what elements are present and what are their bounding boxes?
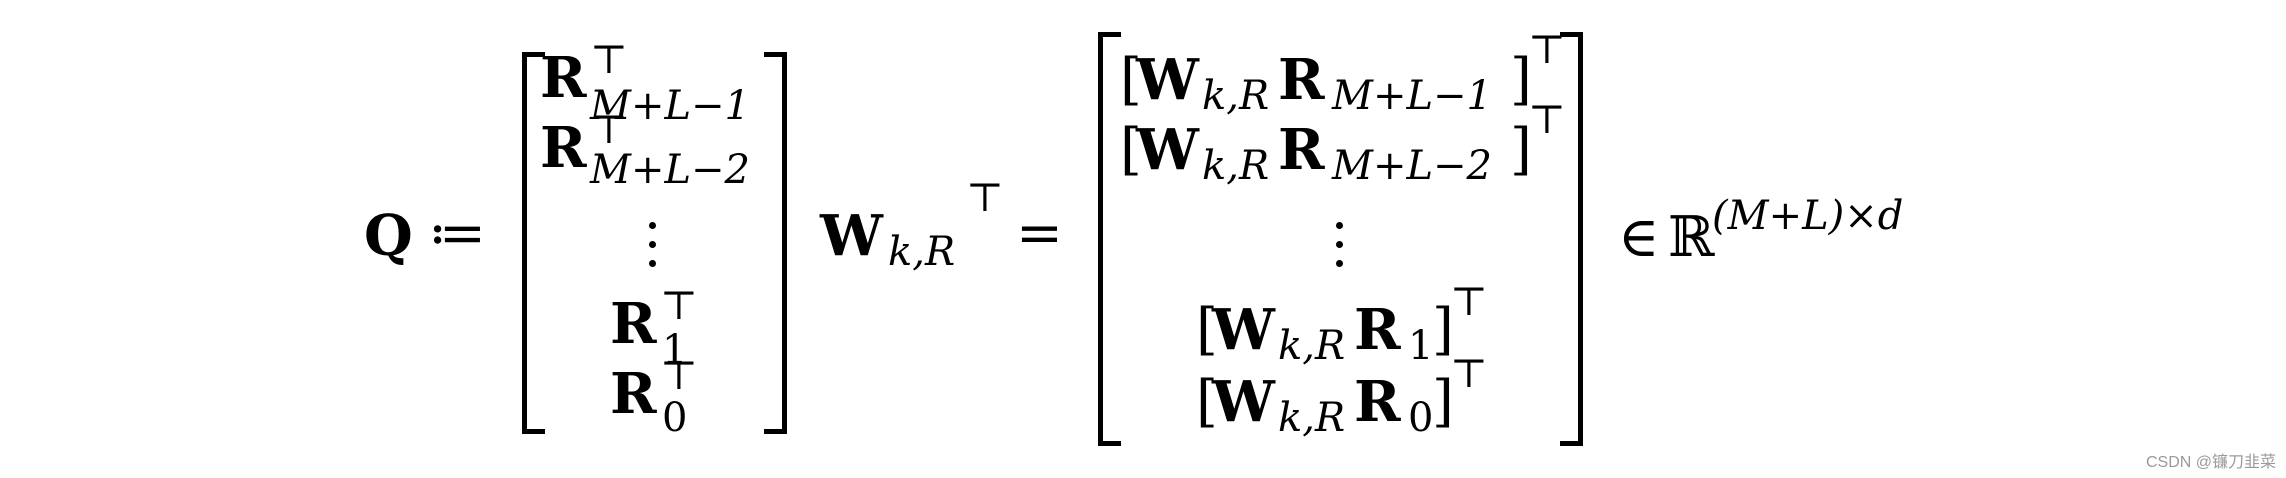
left-row1-sub: M+L−1 (590, 83, 750, 129)
left-row1-sup: ⊤ (590, 37, 628, 83)
right-row4-open-square: [ (1196, 297, 1218, 362)
element-of-symbol: ∈ (1618, 205, 1660, 270)
right-row2-open-square: [ (1120, 117, 1142, 182)
right-row5-sup: ⊤ (1450, 351, 1488, 397)
right-row4-r: R (1354, 297, 1401, 363)
left-row5-sup: ⊤ (660, 353, 698, 399)
defines-operator: ≔ (428, 201, 486, 266)
right-row1-rsub: M+L−1 (1332, 73, 1492, 119)
right-row5-wsub: k,R (1278, 395, 1346, 441)
right-row5-rsub: 0 (1408, 395, 1434, 441)
left-row4-sup: ⊤ (660, 283, 698, 329)
right-row2-w: W (1136, 117, 1199, 183)
left-row2-sup: ⊤ (590, 107, 628, 153)
right-row4-w: W (1212, 297, 1275, 363)
right-row1-r: R (1278, 47, 1325, 113)
right-matrix-open-bracket (1098, 32, 1121, 446)
left-row5-base: R (610, 361, 657, 427)
right-row1-w: W (1136, 47, 1199, 113)
right-row4-rsub: 1 (1408, 323, 1434, 369)
left-matrix-vdots (649, 222, 659, 279)
right-row2-close-square: ] (1510, 117, 1532, 182)
right-row4-sup: ⊤ (1450, 279, 1488, 325)
right-matrix-vdots (1336, 222, 1346, 279)
left-row2-base: R (540, 115, 587, 181)
left-row1-base: R (540, 45, 587, 111)
q-symbol: Q (364, 203, 413, 269)
left-matrix-close-bracket (764, 52, 787, 434)
right-row1-open-square: [ (1120, 47, 1142, 112)
right-row2-r: R (1278, 117, 1325, 183)
right-row5-w: W (1212, 369, 1275, 435)
multiplier-base: W (820, 203, 883, 269)
left-matrix-open-bracket (522, 52, 545, 434)
right-row2-sup: ⊤ (1528, 97, 1566, 143)
multiplier-sup: ⊤ (966, 175, 1004, 221)
right-row1-wsub: k,R (1202, 73, 1270, 119)
left-row4-sub: 1 (662, 327, 688, 373)
right-row2-rsub: M+L−2 (1332, 143, 1492, 189)
right-row1-sup: ⊤ (1528, 27, 1566, 73)
real-numbers-symbol: ℝ (1668, 205, 1715, 270)
right-row1-close-square: ] (1510, 47, 1532, 112)
right-row5-open-square: [ (1196, 369, 1218, 434)
right-row5-close-square: ] (1432, 369, 1454, 434)
left-row5-sub: 0 (662, 395, 688, 441)
right-row4-wsub: k,R (1278, 323, 1346, 369)
right-row4-close-square: ] (1432, 297, 1454, 362)
multiplier-sub: k,R (888, 229, 956, 275)
right-row2-wsub: k,R (1202, 143, 1270, 189)
left-row2-sub: M+L−2 (590, 147, 750, 193)
right-row5-r: R (1354, 369, 1401, 435)
left-row4-base: R (610, 291, 657, 357)
watermark: CSDN @镰刀韭菜 (2145, 454, 2276, 471)
equals-sign: = (1016, 201, 1063, 266)
real-space-exponent: (M+L)×d (1712, 193, 1904, 239)
right-matrix-close-bracket (1560, 32, 1583, 446)
